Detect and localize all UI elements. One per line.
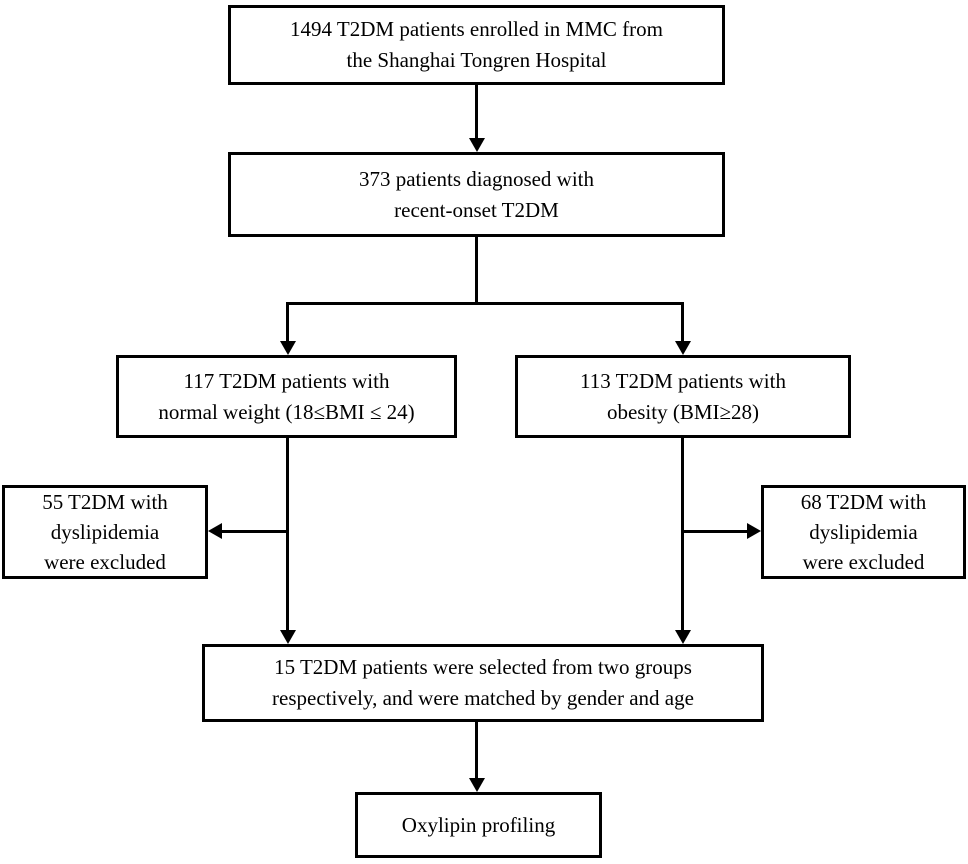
arrowhead-down-selected-right [675,630,691,644]
node-selected-box: 15 T2DM patients were selected from two … [202,644,764,722]
connector-split-bar [286,302,684,305]
node-excluded-obese-line-3: were excluded [802,550,925,574]
node-diagnosed-line-2: recent-onset T2DM [394,197,559,222]
node-selected-line-1: 15 T2DM patients were selected from two … [274,655,692,679]
node-profiling-line-1: Oxylipin profiling [401,812,556,837]
node-profiling-box: Oxylipin profiling [355,792,602,858]
node-excluded-normal-line-2: dyslipidemia [50,520,160,544]
connector-normal-weight-selected [286,436,289,632]
arrowhead-left-excluded-normal [208,523,222,539]
node-normal-weight-line-2: normal weight (18≤BMI ≤ 24) [158,399,415,424]
arrowhead-down-obesity [675,341,691,355]
node-diagnosed-line-1: 373 patients diagnosed with [358,166,595,191]
node-enrolled-line-2: the Shanghai Tongren Hospital [346,48,607,72]
node-excluded-normal-line-3: were excluded [44,550,166,574]
node-excluded-normal-line-1: 55 T2DM with [42,490,168,514]
node-obesity-line-1: 113 T2DM patients with [580,368,786,393]
arrowhead-down-profiling [469,778,485,792]
connector-obesity-selected [681,436,684,632]
connector-excluded-obese [681,530,749,533]
node-normal-weight-box: 117 T2DM patients with normal weight (18… [116,355,457,438]
node-normal-weight-line-1: 117 T2DM patients with [183,368,390,393]
connector-selected-profiling [475,722,478,780]
connector-split-obesity [681,302,684,344]
node-enrolled-box: 1494 T2DM patients enrolled in MMC from … [228,5,725,85]
arrowhead-right-excluded-obese [747,523,761,539]
node-enrolled-line-1: 1494 T2DM patients enrolled in MMC from [290,17,663,41]
connector-enrolled-diagnosed [475,84,478,140]
connector-diagnosed-split [475,235,478,305]
node-obesity-line-2: obesity (BMI≥28) [606,399,760,424]
arrowhead-down-selected-left [280,630,296,644]
connector-split-normal-weight [286,302,289,344]
connector-excluded-normal [220,530,288,533]
node-excluded-obese-box: 68 T2DM with dyslipidemia were excluded [761,485,966,579]
arrowhead-down-diagnosed [469,138,485,152]
arrowhead-down-normal-weight [280,341,296,355]
node-excluded-normal-box: 55 T2DM with dyslipidemia were excluded [2,485,208,579]
node-excluded-obese-line-2: dyslipidemia [809,520,918,544]
node-selected-line-2: respectively, and were matched by gender… [272,686,694,710]
node-excluded-obese-line-1: 68 T2DM with [800,490,927,514]
node-obesity-box: 113 T2DM patients with obesity (BMI≥28) [515,355,851,438]
node-diagnosed-box: 373 patients diagnosed with recent-onset… [228,152,725,237]
